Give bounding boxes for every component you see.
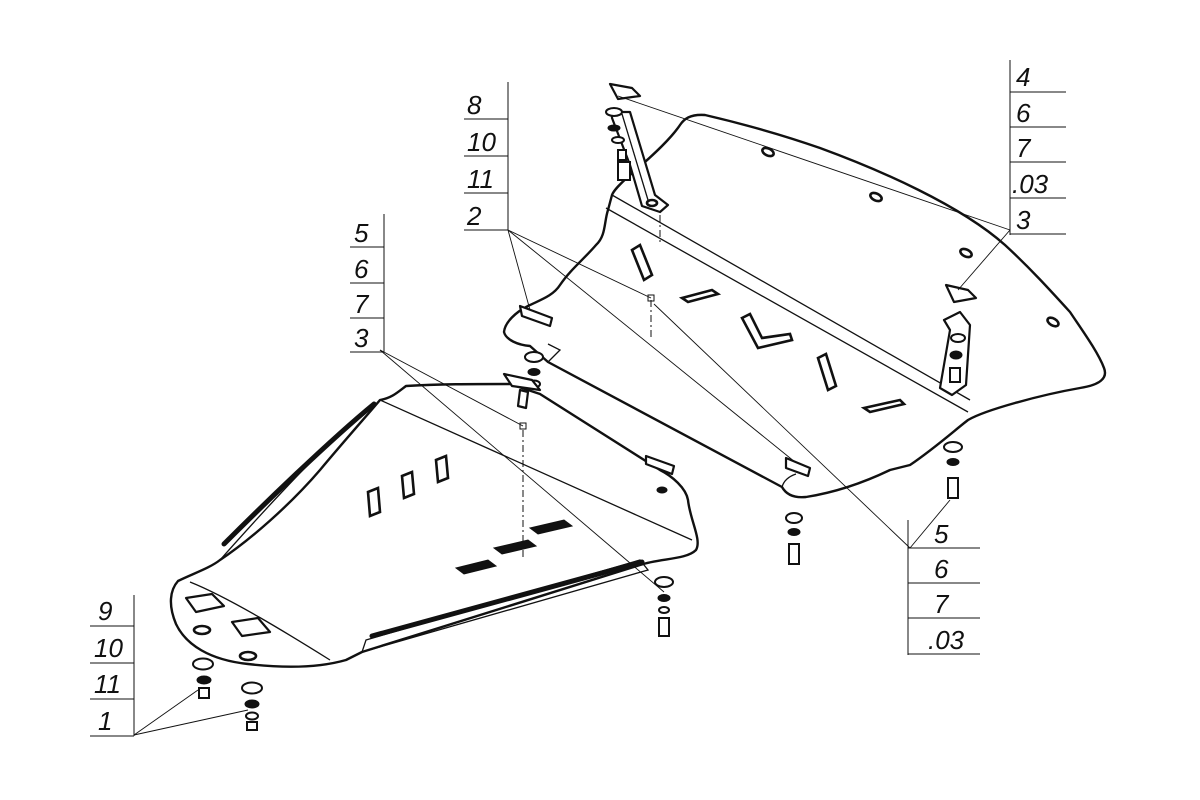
callout-label: 6 [354,254,369,284]
callout-bottom-right: 5 6 7 .03 [907,519,980,655]
callout-label: 9 [98,596,112,626]
callout-label: 2 [466,201,482,231]
callout-label: 8 [467,90,482,120]
callout-label: 6 [934,554,949,584]
callout-label: 1 [98,706,112,736]
rear-right-bracket [938,283,978,397]
callout-label: 7 [934,589,950,619]
front-plate-fasteners [192,372,676,731]
callout-label: 4 [1016,62,1030,92]
leader-lines [133,95,1011,736]
callout-label: 6 [1016,98,1031,128]
callout-label: .03 [928,625,965,655]
callout-label: 3 [354,323,369,353]
callout-label: 5 [354,218,369,248]
callout-label: 10 [467,127,496,157]
callout-label: 11 [94,669,121,699]
callout-label: 5 [934,519,949,549]
rear-left-bracket [605,82,670,214]
front-skid-plate [169,382,699,668]
callout-bottom-left: 9 10 11 1 [90,595,135,737]
callout-top-right: 4 6 7 .03 3 [1009,60,1066,235]
callout-middle-left: 5 6 7 3 [350,214,385,353]
callout-label: 7 [1016,133,1032,163]
callout-label: .03 [1012,169,1049,199]
callout-label: 3 [1016,205,1031,235]
callout-label: 7 [354,289,370,319]
assembly-axis-lines [522,215,661,560]
callout-label: 11 [467,164,494,194]
callout-top-left: 8 10 11 2 [464,82,509,231]
callout-label: 10 [94,633,123,663]
